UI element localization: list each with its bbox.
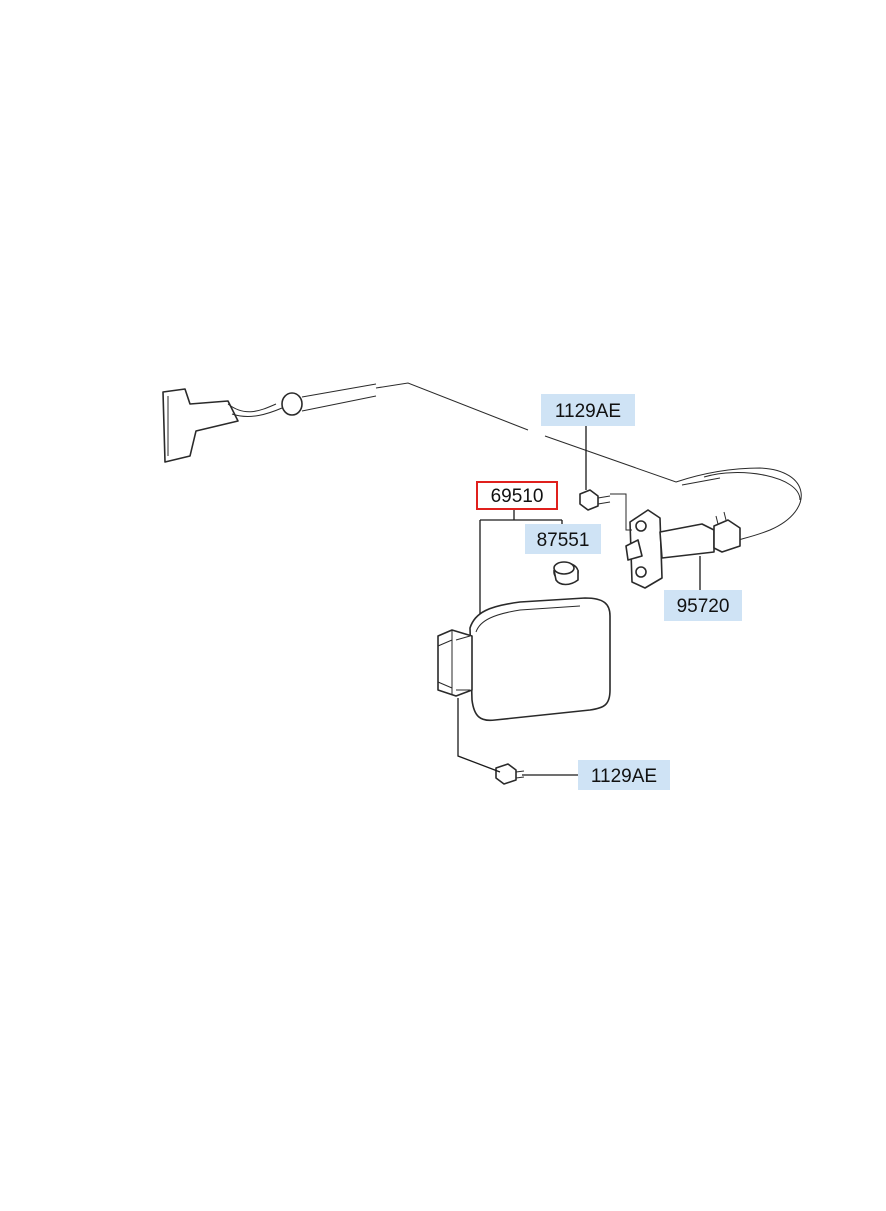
callout-label: 87551 [537,530,590,551]
leader-bolt-bottom [457,698,578,776]
release-cable [375,382,802,541]
callout-label: 95720 [677,596,730,617]
callout-69510[interactable]: 69510 [476,481,558,510]
callout-label: 69510 [491,486,544,507]
leader-fuel-door [479,510,563,614]
bolt-top [579,489,632,531]
callout-1129ae-top[interactable]: 1129AE [541,394,635,426]
callout-label: 1129AE [591,766,657,787]
callout-95720[interactable]: 95720 [664,590,742,621]
release-handle [162,383,377,463]
fuel-door-actuator [625,509,741,589]
callout-87551[interactable]: 87551 [525,524,601,554]
callout-1129ae-bottom[interactable]: 1129AE [578,760,670,790]
rubber-bumper [553,561,579,586]
fuel-filler-door [437,597,611,722]
callout-label: 1129AE [555,401,621,422]
bolt-bottom [495,763,525,785]
